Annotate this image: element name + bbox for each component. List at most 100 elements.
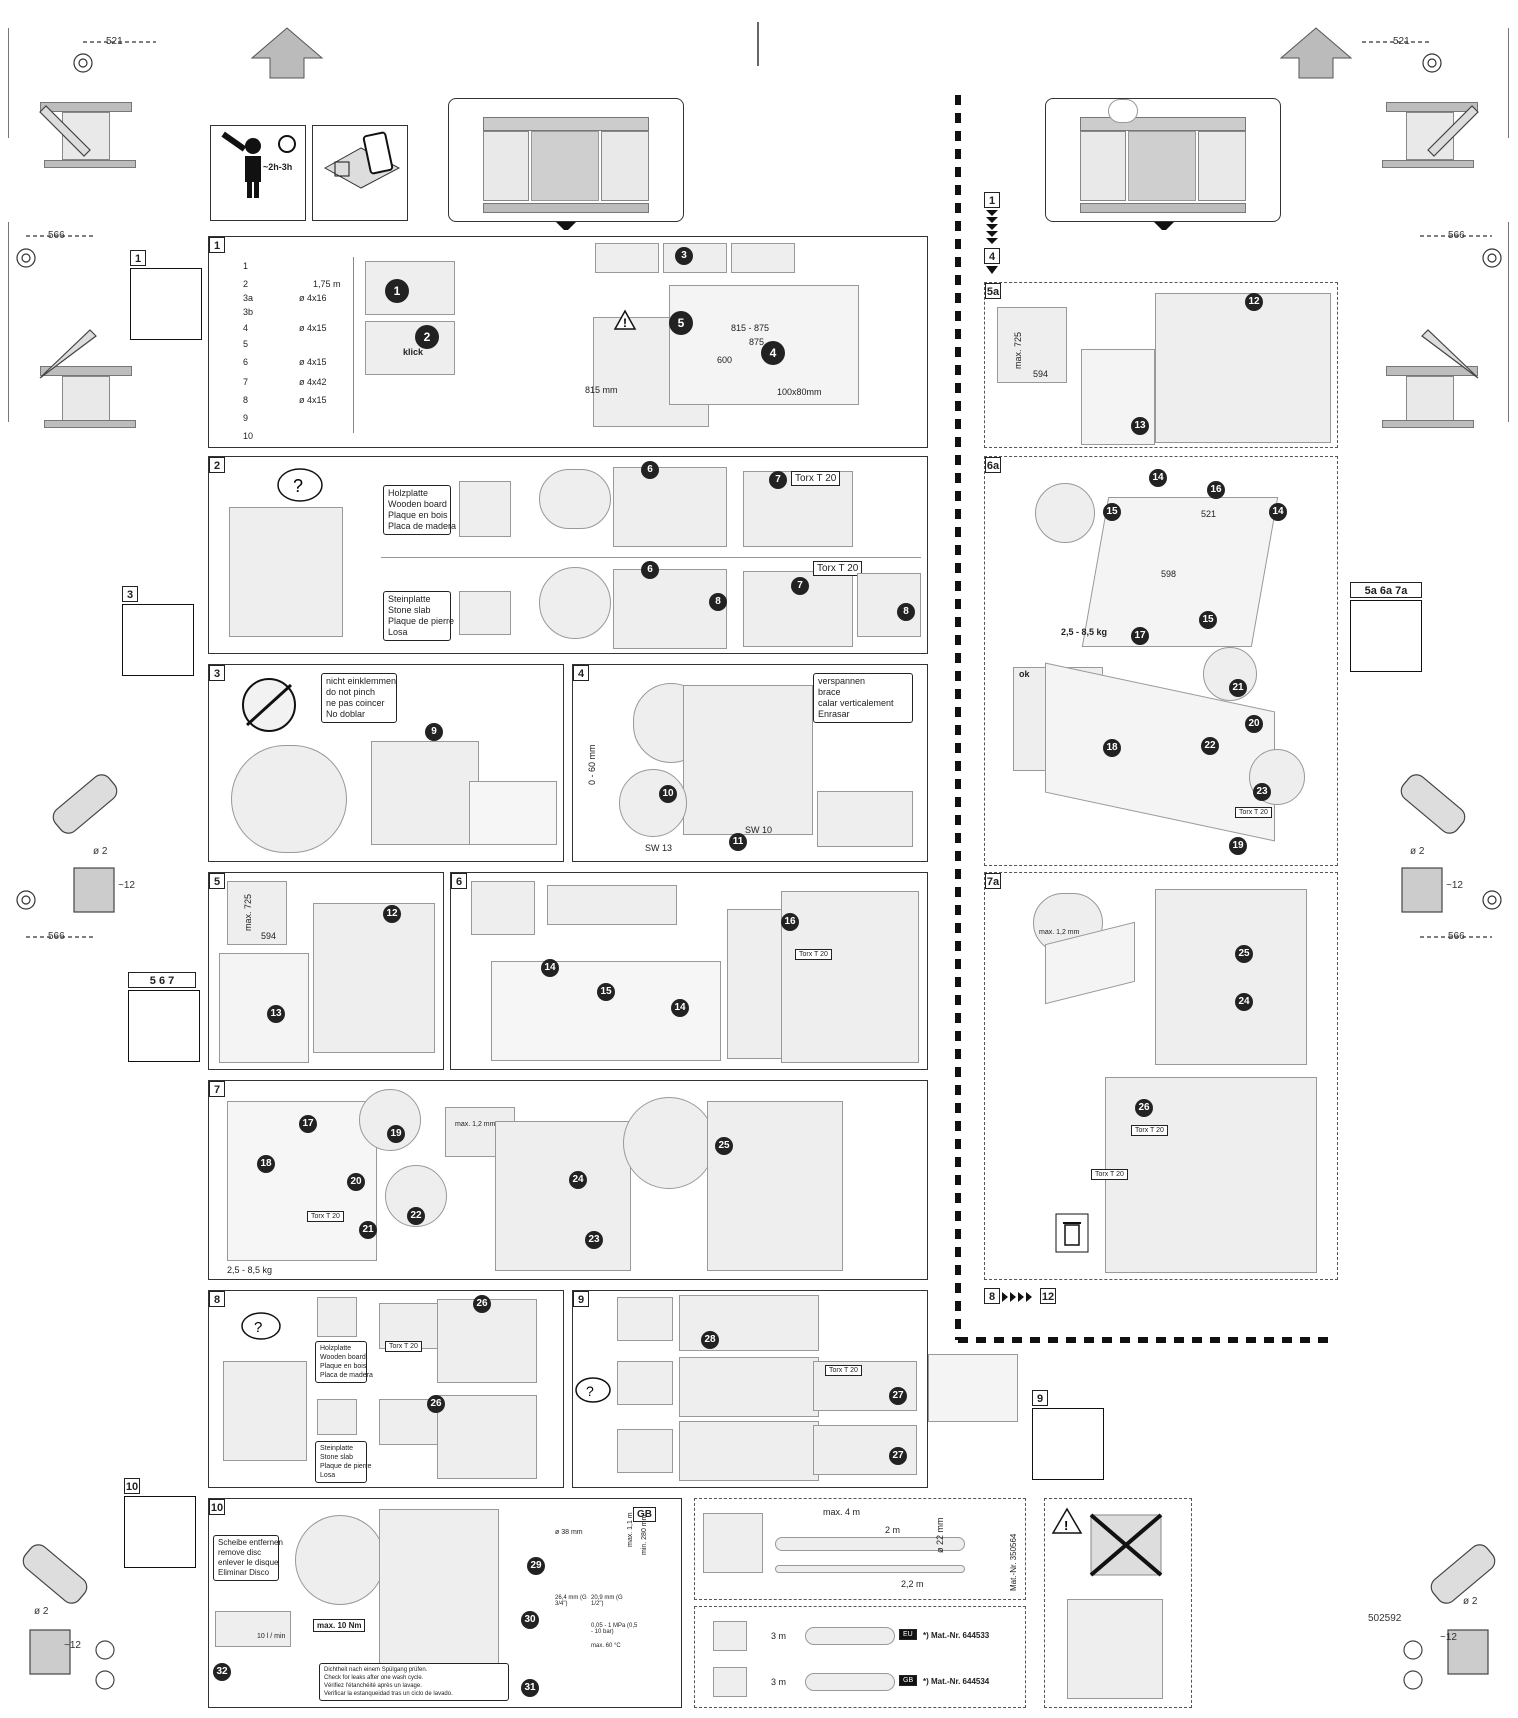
rail-a — [679, 1295, 819, 1351]
hose-temp: max. 60 °C — [591, 1643, 621, 1649]
qr-code-5a[interactable] — [1350, 600, 1422, 672]
detail-3b — [539, 567, 611, 639]
flow-start: 1 — [984, 192, 1000, 208]
step-27b-bullet: 27 — [889, 1447, 907, 1465]
right-ruler-mid — [1508, 222, 1509, 422]
warning-cross-icon: ! — [1051, 1507, 1163, 1577]
overview-pointers — [556, 222, 1174, 230]
dim-815: 815 mm — [585, 385, 618, 395]
section-5a-number: 5a — [985, 283, 1001, 299]
torx-6a: Torx T 20 — [1235, 807, 1272, 818]
section-7: 7 17 18 2,5 - 8,5 kg 19 20 21 22 Torx T … — [208, 1080, 928, 1280]
qr-code-1[interactable] — [130, 268, 202, 340]
flow-bottom-start: 8 — [984, 1288, 1000, 1304]
step-6b-bullet: 6 — [641, 561, 659, 579]
drain-connector — [295, 1515, 385, 1605]
push-in — [371, 741, 479, 845]
lang-row: GB — [549, 1507, 669, 1527]
step-26b-bullet: 26 — [427, 1395, 445, 1413]
qr-code-3[interactable] — [122, 604, 194, 676]
drill-dia-bl: ø 2 — [34, 1606, 49, 1617]
drill-depth-l: ~12 — [118, 880, 135, 891]
check-3 — [663, 243, 727, 273]
cord-gb — [805, 1673, 895, 1691]
section-7a: 7a max. 1,2 mm 25 24 26 Torx T 20 Torx T… — [984, 872, 1338, 1280]
svg-text:?: ? — [254, 1319, 262, 1336]
weight-6a: 2,5 - 8,5 kg — [1061, 627, 1108, 637]
tools-time-box: ~2h-3h — [210, 125, 306, 221]
edge-cabinet-ml — [62, 376, 110, 424]
svg-text:!: ! — [623, 316, 627, 330]
stone-bracket — [613, 569, 727, 649]
step-31-bullet: 31 — [521, 1679, 539, 1697]
foot-detail — [619, 769, 687, 837]
qr-code-567[interactable] — [128, 990, 200, 1062]
drill-depth-r: ~12 — [1446, 880, 1463, 891]
hose-outlet — [703, 1513, 763, 1573]
edge-floor-mr — [1382, 420, 1474, 428]
step-8b-bullet: 8 — [897, 603, 915, 621]
ok-label: ok — [1019, 669, 1030, 679]
part-7-spec: ø 4x42 — [299, 377, 327, 387]
step-14b-bullet: 14 — [671, 999, 689, 1017]
ext-22m: 2,2 m — [901, 1579, 924, 1589]
step-13a-bullet: 13 — [1131, 417, 1149, 435]
flow-arrow-down — [986, 266, 998, 274]
step-6-bullet: 6 — [641, 461, 659, 479]
qr-label-1: 1 — [130, 250, 146, 266]
edge-cabinet-mr — [1406, 376, 1454, 424]
torx-label-2: Torx T 20 — [813, 561, 863, 576]
tree-icon-8 — [317, 1297, 357, 1337]
step2-hose — [365, 321, 455, 375]
torx-label-7: Torx T 20 — [307, 1211, 344, 1222]
torque-label: max. 10 Nm — [313, 1619, 366, 1632]
question-cloud-icon: ? — [277, 468, 323, 502]
hose-drain — [775, 1537, 965, 1551]
wood-bracket — [613, 467, 727, 547]
step-18-bullet: 18 — [257, 1155, 275, 1173]
qr-code-9[interactable] — [1032, 1408, 1104, 1480]
qr-code-10[interactable] — [124, 1496, 196, 1568]
part-9: 9 — [243, 413, 249, 423]
tree-icon — [459, 481, 511, 537]
step-22c-bullet: 22 — [1201, 737, 1219, 755]
step-17-bullet: 17 — [299, 1115, 317, 1133]
torx-label-9: Torx T 20 — [825, 1365, 862, 1376]
step-21c-bullet: 21 — [1229, 679, 1247, 697]
step-7b-bullet: 7 — [791, 577, 809, 595]
ext-2m: 2 m — [885, 1525, 901, 1535]
doc-number: 502592 — [1368, 1613, 1402, 1624]
hose-detail — [231, 745, 347, 853]
step-10-bullet: 10 — [659, 785, 677, 803]
door-hang — [495, 1121, 631, 1271]
freestanding-dishwasher — [1067, 1599, 1163, 1699]
hose-pressure: 0,05 - 1 MPa (0,5 - 10 bar) — [591, 1623, 638, 1635]
section-6-number: 6 — [451, 873, 467, 889]
part-6: 6 — [243, 357, 249, 367]
app-qr-box — [312, 125, 408, 221]
cord-eu-tag: EU — [899, 1629, 917, 1640]
section-10-number: 10 — [209, 1499, 225, 1515]
flow-arrows-right — [1002, 1292, 1032, 1302]
dishwasher-8 — [223, 1361, 307, 1461]
front-template-5a — [997, 307, 1067, 383]
socket-gb-icon — [713, 1667, 747, 1697]
section-2-number: 2 — [209, 457, 225, 473]
hose-g12: 20,9 mm (G 1/2") — [591, 1595, 623, 1607]
w-594: 594 — [261, 931, 277, 941]
qr-label-567: 5 6 7 — [128, 972, 196, 988]
part-2: 2 — [243, 279, 249, 289]
worker-icon — [221, 131, 296, 198]
pencil-icon — [1427, 105, 1479, 157]
step-19c-bullet: 19 — [1229, 837, 1247, 855]
edge-counter-ml — [40, 366, 132, 376]
overview-right — [1045, 98, 1281, 222]
option-b — [617, 1361, 673, 1405]
parts-divider — [353, 257, 354, 433]
step-17c-bullet: 17 — [1131, 627, 1149, 645]
